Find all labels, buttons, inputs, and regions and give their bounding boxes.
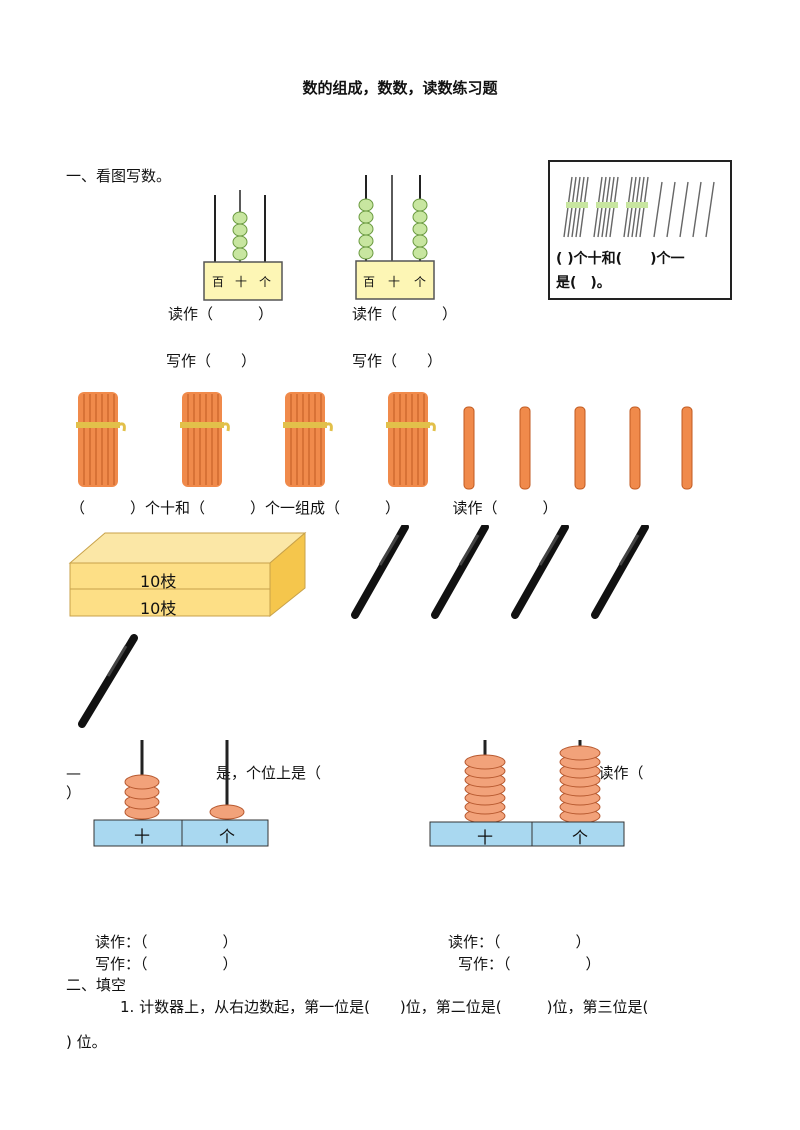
page-title: 数的组成，数数，读数练习题 — [302, 79, 498, 97]
write-prompt-b: 写作（ ） — [352, 352, 443, 370]
bundle-box: ( )个十和( )个一 是( )。 — [548, 160, 732, 300]
abacus-1-label-tens: 十 — [235, 275, 248, 289]
abacus-2-label-hundreds: 百 — [363, 275, 376, 289]
abacus-bead — [358, 198, 374, 212]
read-prompt-d: 读作：（ ） — [448, 933, 591, 951]
abacus-bead — [358, 246, 374, 260]
abacus-bead — [412, 198, 428, 212]
pen-box-label-2: 10枝 — [140, 599, 177, 618]
abacus-1 — [203, 190, 283, 301]
pen-single-image — [78, 634, 138, 728]
counter-1-label-ones: 个 — [219, 827, 236, 846]
pen-box-label-1: 10枝 — [140, 572, 177, 591]
bundle-box-text-2: 是( )。 — [556, 275, 611, 291]
counter-2-label-ones: 个 — [572, 828, 589, 847]
abacus-2 — [355, 175, 435, 300]
read-prompt-b: 读作（ ） — [352, 305, 458, 323]
counter-bead — [464, 754, 506, 770]
abacus-bead — [412, 234, 428, 248]
read-prompt-c: 读作：（ ） — [95, 933, 238, 951]
fill-question-1-continued: ) 位。 — [66, 1033, 107, 1051]
write-prompt-c: 写作：（ ） — [95, 955, 238, 973]
abacus-bead — [232, 223, 248, 237]
abacus-1-label-hundreds: 百 — [212, 275, 225, 289]
abacus-bead — [358, 210, 374, 224]
abacus-2-label-ones: 个 — [414, 275, 427, 289]
counter-bead — [124, 774, 160, 790]
abacus-bead — [232, 247, 248, 261]
read-prompt-a: 读作（ ） — [168, 305, 274, 323]
abacus-1-label-ones: 个 — [259, 275, 272, 289]
counter-bead — [559, 745, 601, 761]
abacus-bead — [412, 222, 428, 236]
counter-question-line-2: ） — [66, 784, 82, 802]
pen-boxes-image — [68, 531, 307, 618]
section-2-heading: 二、填空 — [66, 976, 127, 994]
stick-bundles-image — [74, 392, 693, 490]
abacus-bead — [412, 246, 428, 260]
abacus-bead — [358, 222, 374, 236]
abacus-bead — [232, 211, 248, 225]
bundle-sticks-image — [563, 176, 715, 238]
fill-question-1: 1. 计数器上，从右边数起，第一位是( )位，第二位是( )位，第三位是( — [120, 998, 649, 1016]
sticks-question-line: （ ）个十和（ ）个一组成（ ） 读作（ ） — [70, 499, 558, 517]
counter-bead — [209, 804, 245, 820]
counter-2-label-tens: 十 — [477, 828, 494, 847]
abacus-2-label-tens: 十 — [388, 275, 401, 289]
write-prompt-a: 写作（ ） — [166, 352, 257, 370]
section-1-heading: 一、看图写数。 — [66, 167, 172, 185]
counter-2 — [429, 740, 625, 847]
bundle-box-text-1: ( )个十和( )个一 — [556, 251, 685, 267]
abacus-bead — [412, 210, 428, 224]
pens-image — [350, 525, 670, 620]
counter-1 — [93, 740, 269, 847]
counter-1-label-tens: 十 — [134, 827, 151, 846]
abacus-bead — [358, 234, 374, 248]
write-prompt-d: 写作：（ ） — [458, 955, 601, 973]
abacus-bead — [232, 235, 248, 249]
